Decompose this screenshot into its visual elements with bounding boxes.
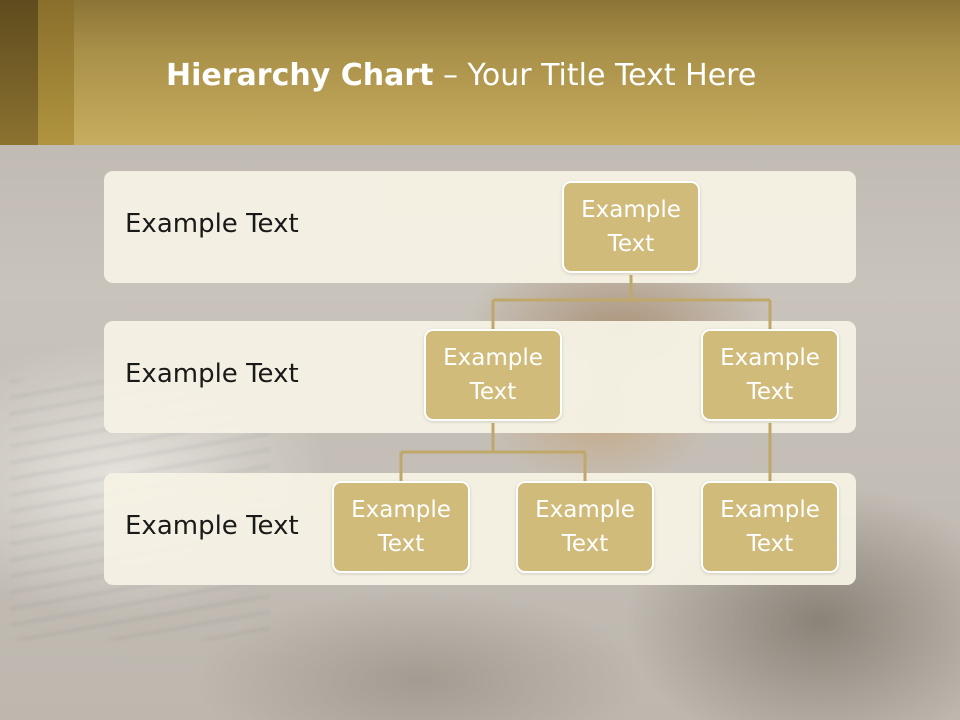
node-level2-left: Example Text xyxy=(424,329,562,421)
node-level3-b: Example Text xyxy=(516,481,654,573)
title-bar: Hierarchy Chart – Your Title Text Here xyxy=(0,0,960,145)
slide-title-rest: – Your Title Text Here xyxy=(433,58,757,93)
node-level3-c: Example Text xyxy=(701,481,839,573)
level-band-1: Example Text xyxy=(104,171,856,283)
node-level3-a: Example Text xyxy=(332,481,470,573)
title-bar-accent-dark xyxy=(0,0,38,145)
level-label-1: Example Text xyxy=(125,209,299,239)
level-label-3: Example Text xyxy=(125,511,299,541)
node-level2-right: Example Text xyxy=(701,329,839,421)
title-bar-accent-mid xyxy=(38,0,74,145)
level-label-2: Example Text xyxy=(125,359,299,389)
slide-title-bold: Hierarchy Chart xyxy=(166,58,434,93)
node-root: Example Text xyxy=(562,181,700,273)
slide-title: Hierarchy Chart – Your Title Text Here xyxy=(166,52,926,100)
